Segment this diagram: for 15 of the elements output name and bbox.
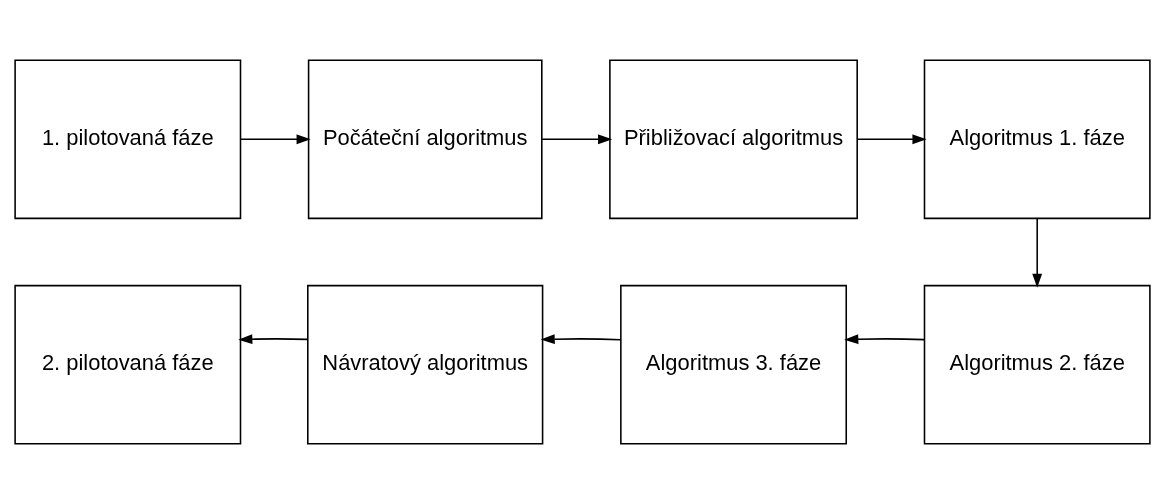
node-box: Algoritmus 2. fáze — [923, 284, 1151, 445]
arrow — [541, 134, 613, 145]
node-box: Návratový algoritmus — [307, 284, 544, 445]
arrow — [856, 134, 927, 145]
arrow — [1032, 217, 1043, 288]
arrow — [239, 134, 311, 145]
node-box: 2. pilotovaná fáze — [14, 284, 242, 445]
node-box: Počáteční algoritmus — [307, 59, 543, 220]
arrow — [844, 334, 926, 345]
arrow — [540, 334, 622, 345]
node-box: 1. pilotovaná fáze — [14, 59, 242, 220]
node-box: Algoritmus 1. fáze — [923, 59, 1151, 220]
node-box: Přibližovací algoritmus — [609, 59, 858, 220]
node-box: Algoritmus 3. fáze — [620, 284, 848, 445]
arrow — [238, 334, 309, 345]
